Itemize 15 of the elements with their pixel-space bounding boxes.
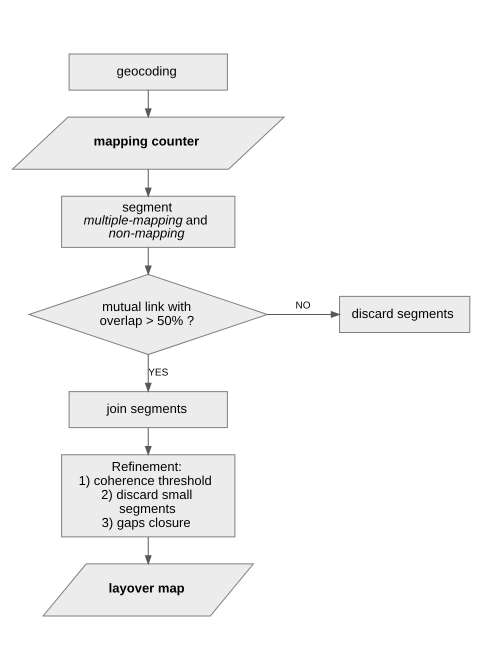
- arrow: [144, 427, 152, 456]
- edge-label: YES: [148, 367, 168, 378]
- arrow: [144, 168, 152, 198]
- edge-label: NO: [296, 300, 310, 311]
- arrow: [266, 310, 341, 318]
- node-box: join segments: [68, 390, 228, 428]
- node-diamond: mutual link with overlap > 50% ?: [27, 273, 270, 355]
- node-box: Refinement: 1) coherence threshold 2) discard small segments 3) gaps closure: [61, 454, 236, 537]
- arrow: [144, 354, 152, 392]
- arrow: [144, 246, 152, 276]
- arrow: [144, 536, 152, 565]
- node-box: geocoding: [68, 53, 228, 90]
- node-box: segment multiple-mapping and non-mapping: [61, 195, 236, 248]
- arrow: [144, 89, 152, 118]
- node-box: discard segments: [339, 295, 470, 332]
